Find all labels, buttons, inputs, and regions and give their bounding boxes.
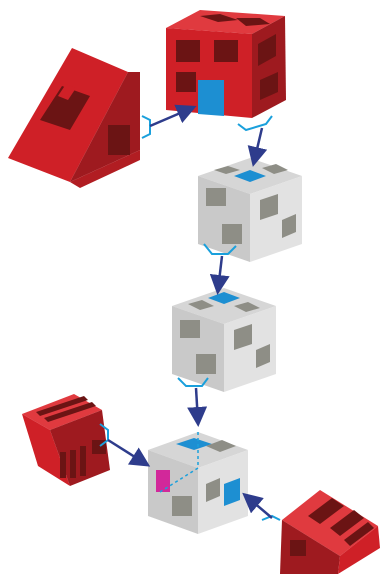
red-wedge-left-top (8, 48, 140, 188)
arrow-icon (107, 104, 273, 519)
contact-patch (198, 80, 224, 116)
red-wedge-right-bottom (280, 490, 380, 574)
gray-cube-3 (148, 432, 248, 534)
gray-cube-2 (172, 288, 276, 392)
red-cube-top (166, 10, 286, 118)
contact-patch-magenta (156, 470, 170, 492)
gray-cube-1 (198, 158, 302, 262)
red-wedge-left-bottom (22, 394, 110, 486)
bracket-icon (99, 115, 281, 521)
